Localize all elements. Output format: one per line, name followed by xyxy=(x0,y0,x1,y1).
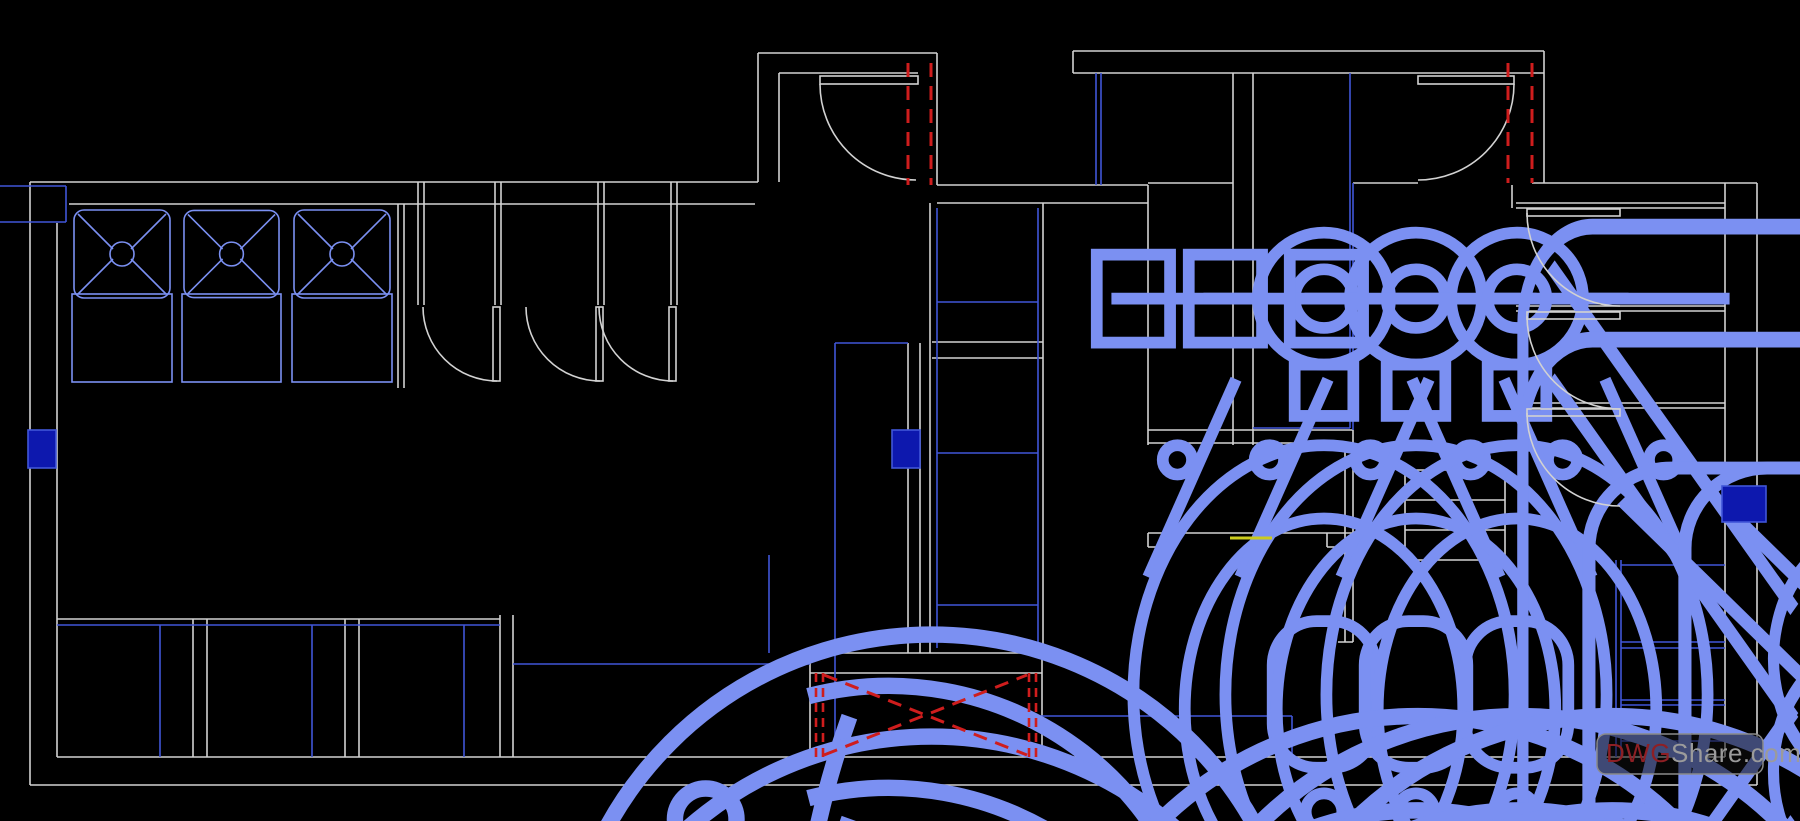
door-swing xyxy=(1417,75,1515,181)
watermark-box xyxy=(1596,733,1764,775)
door-swing xyxy=(819,75,919,181)
watermark-suffix: Share.com xyxy=(1671,738,1800,768)
crossed-region xyxy=(814,673,1038,757)
toilet-stalls-left xyxy=(422,231,1731,821)
door-swing xyxy=(422,306,501,382)
watermark-text: DWGShare.com xyxy=(1606,738,1800,768)
door-swing xyxy=(1526,311,1621,410)
red-cross-line xyxy=(823,673,1028,757)
toilet-stalls-right xyxy=(1526,208,1621,507)
shower-stall xyxy=(181,293,282,383)
door-swing xyxy=(598,306,677,382)
watermark-prefix: DWG xyxy=(1606,738,1671,768)
red-cross-line xyxy=(823,673,1028,757)
wall-block-left xyxy=(27,429,57,469)
shower-trays-middle xyxy=(1230,225,1800,821)
shower-tray xyxy=(73,209,171,299)
wall-block-middle xyxy=(891,429,921,469)
shower-stall xyxy=(291,293,393,383)
shower-stall xyxy=(71,293,173,383)
right-entrance xyxy=(1417,63,1534,183)
shower-tray xyxy=(183,209,280,299)
door-swing xyxy=(525,306,604,382)
door-swing xyxy=(1526,408,1621,507)
wall-block-right xyxy=(1721,485,1767,523)
vestibule-entrance xyxy=(819,63,933,185)
shower-tray xyxy=(293,209,391,299)
door-swing xyxy=(1526,208,1621,307)
watermark: DWGShare.com xyxy=(1596,733,1800,775)
shower-area-top-left xyxy=(71,209,393,383)
